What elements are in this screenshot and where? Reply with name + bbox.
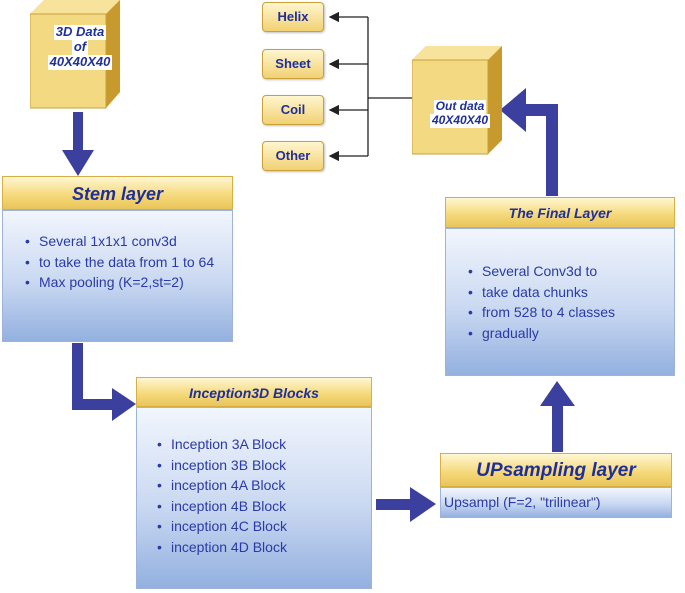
list-item: inception 4B Block — [157, 496, 371, 517]
list-item: inception 3B Block — [157, 455, 371, 476]
list-item: from 528 to 4 classes — [468, 302, 674, 323]
upsampling-layer-body: Upsampl (F=2, "trilinear") — [440, 487, 672, 518]
list-item: Several 1x1x1 conv3d — [25, 231, 232, 252]
class-label: Sheet — [275, 56, 311, 71]
input-cube-line-3: 40X40X40 — [47, 53, 113, 70]
upsampling-layer-text: Upsampl (F=2, "trilinear") — [444, 494, 601, 510]
stem-layer-title: Stem layer — [71, 184, 164, 204]
inception-blocks-body: Inception 3A Block inception 3B Block in… — [136, 407, 372, 589]
class-label: Helix — [277, 9, 309, 24]
upsampling-layer-header: UPsampling layer — [440, 453, 672, 487]
inception-blocks-title: Inception3D Blocks — [189, 385, 319, 401]
list-item: inception 4C Block — [157, 516, 371, 537]
list-item: inception 4A Block — [157, 475, 371, 496]
inception-blocks-list: Inception 3A Block inception 3B Block in… — [157, 434, 371, 557]
list-item: to take the data from 1 to 64 — [25, 252, 232, 273]
class-label: Coil — [280, 102, 306, 117]
list-item: take data chunks — [468, 282, 674, 303]
input-cube-line-1: 3D Data — [53, 24, 107, 40]
class-sheet: Sheet — [262, 49, 324, 79]
class-label: Other — [275, 148, 311, 163]
arrow-input-to-stem — [62, 112, 94, 176]
final-layer-body: Several Conv3d to take data chunks from … — [445, 228, 675, 376]
class-helix: Helix — [262, 2, 324, 32]
output-cube-line-2: 40X40X40 — [429, 112, 491, 128]
input-cube-label: 3D Data of 40X40X40 — [44, 24, 116, 70]
arrow-stem-to-inception — [72, 343, 136, 421]
output-cube-label: Out data 40X40X40 — [422, 99, 498, 128]
output-cube-line-1: Out data — [433, 99, 487, 114]
list-item: Inception 3A Block — [157, 434, 371, 455]
class-other: Other — [262, 141, 324, 171]
final-layer-header: The Final Layer — [445, 197, 675, 228]
class-connectors — [328, 11, 412, 162]
input-cube-line-2: of — [71, 38, 89, 55]
upsampling-layer-title: UPsampling layer — [476, 460, 636, 481]
list-item: Several Conv3d to — [468, 261, 674, 282]
arrow-final-to-output — [500, 88, 558, 196]
list-item: gradually — [468, 323, 674, 344]
list-item: Max pooling (K=2,st=2) — [25, 272, 232, 293]
stem-layer-list: Several 1x1x1 conv3d to take the data fr… — [25, 231, 232, 293]
inception-blocks-header: Inception3D Blocks — [136, 377, 372, 407]
list-item: inception 4D Block — [157, 537, 371, 558]
final-layer-list: Several Conv3d to take data chunks from … — [468, 261, 674, 343]
stem-layer-header: Stem layer — [2, 176, 233, 210]
final-layer-title: The Final Layer — [508, 205, 612, 221]
arrow-inception-to-upsampling — [376, 487, 436, 522]
class-coil: Coil — [262, 95, 324, 125]
arrow-upsampling-to-final — [540, 381, 575, 452]
stem-layer-body: Several 1x1x1 conv3d to take the data fr… — [2, 210, 233, 342]
